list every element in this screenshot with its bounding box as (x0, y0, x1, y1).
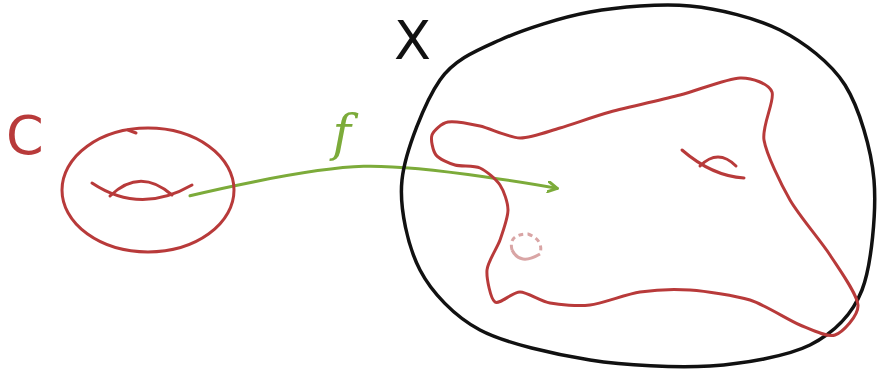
map-label: f (332, 108, 351, 158)
torus-hole (92, 183, 192, 200)
space-drawing (390, 0, 882, 373)
hidden-hole (511, 234, 540, 254)
space-label: C (6, 109, 44, 163)
torus-mark (128, 130, 136, 133)
source-curve: C (0, 95, 250, 275)
space-outline (401, 5, 874, 367)
surface-handle (700, 157, 736, 166)
surface-image (432, 78, 859, 336)
torus-hole (110, 181, 172, 196)
surface-handle (682, 150, 744, 178)
hidden-hole (512, 250, 540, 259)
torus-outline (62, 128, 234, 252)
space-label: X (394, 14, 431, 68)
target-space: X (390, 0, 882, 373)
